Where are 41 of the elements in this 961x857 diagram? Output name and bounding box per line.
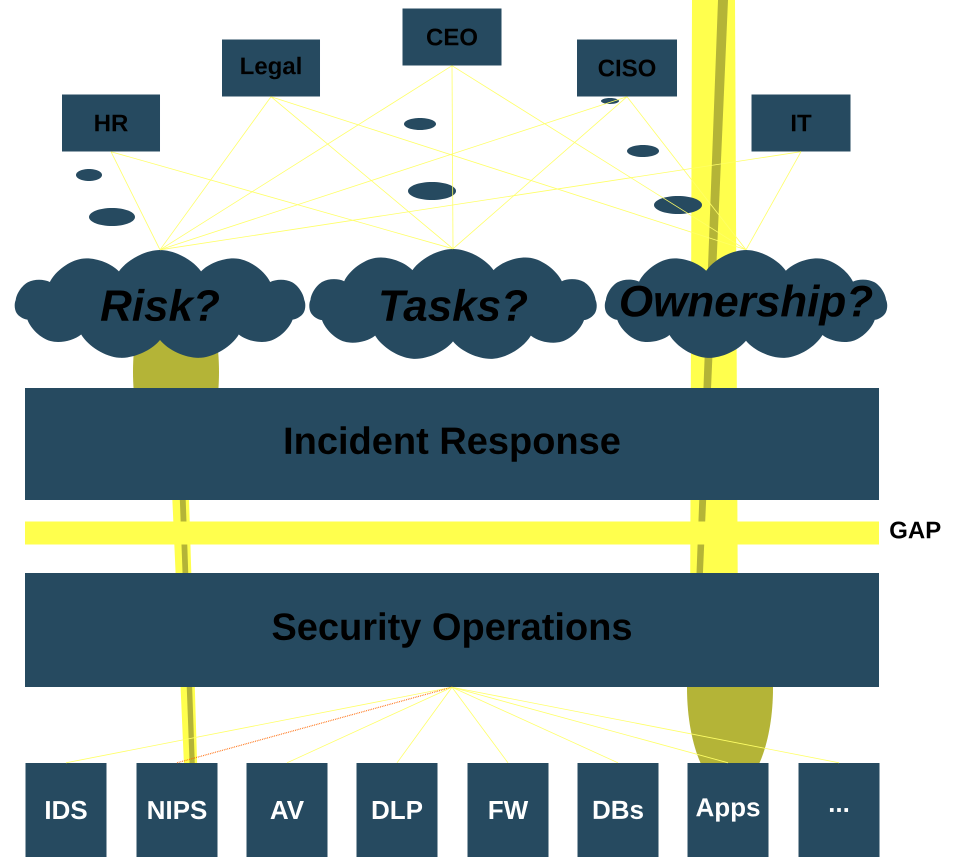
tool-box: FW: [468, 763, 548, 857]
question-cloud: Tasks?: [309, 249, 597, 359]
connector-line: [746, 151, 802, 250]
role-box: Legal: [222, 40, 320, 96]
connector-line: [66, 686, 452, 764]
connector-line: [110, 151, 454, 250]
connector-line: [160, 96, 628, 250]
tool-box: DBs: [578, 763, 658, 857]
connector-line: [286, 686, 452, 764]
tool-box: Apps: [688, 763, 768, 857]
connector-line: [452, 686, 840, 764]
connector-line: [110, 151, 160, 250]
connector-line: [452, 96, 628, 250]
connector-line: [452, 65, 454, 250]
connector-line: [160, 151, 802, 250]
role-box: CISO: [577, 40, 677, 96]
connector-line: [626, 96, 746, 250]
gap-bar: [25, 522, 879, 544]
layer-band: Security Operations: [25, 573, 879, 687]
tool-box: NIPS: [136, 763, 218, 857]
connector-line: [452, 65, 746, 250]
connector-line: [270, 96, 454, 250]
connector-line: [452, 686, 728, 764]
tool-box: ...: [798, 763, 880, 857]
side-label: GAP: [890, 522, 940, 538]
connector-line: [452, 686, 618, 764]
connector-line: [176, 686, 452, 764]
role-box: CEO: [402, 8, 502, 66]
layer-band: Incident Response: [25, 388, 879, 500]
tool-box: AV: [246, 763, 328, 857]
tool-box: IDS: [26, 763, 106, 857]
connector-line: [160, 96, 272, 250]
connector-line: [452, 686, 508, 764]
connector-line: [270, 96, 746, 250]
connector-line: [160, 65, 452, 250]
question-cloud: Ownership?: [604, 250, 888, 358]
question-cloud: Risk?: [14, 250, 306, 358]
role-box: HR: [62, 94, 160, 152]
role-box: IT: [752, 94, 850, 152]
connector-line: [396, 686, 452, 764]
tool-box: DLP: [356, 763, 438, 857]
